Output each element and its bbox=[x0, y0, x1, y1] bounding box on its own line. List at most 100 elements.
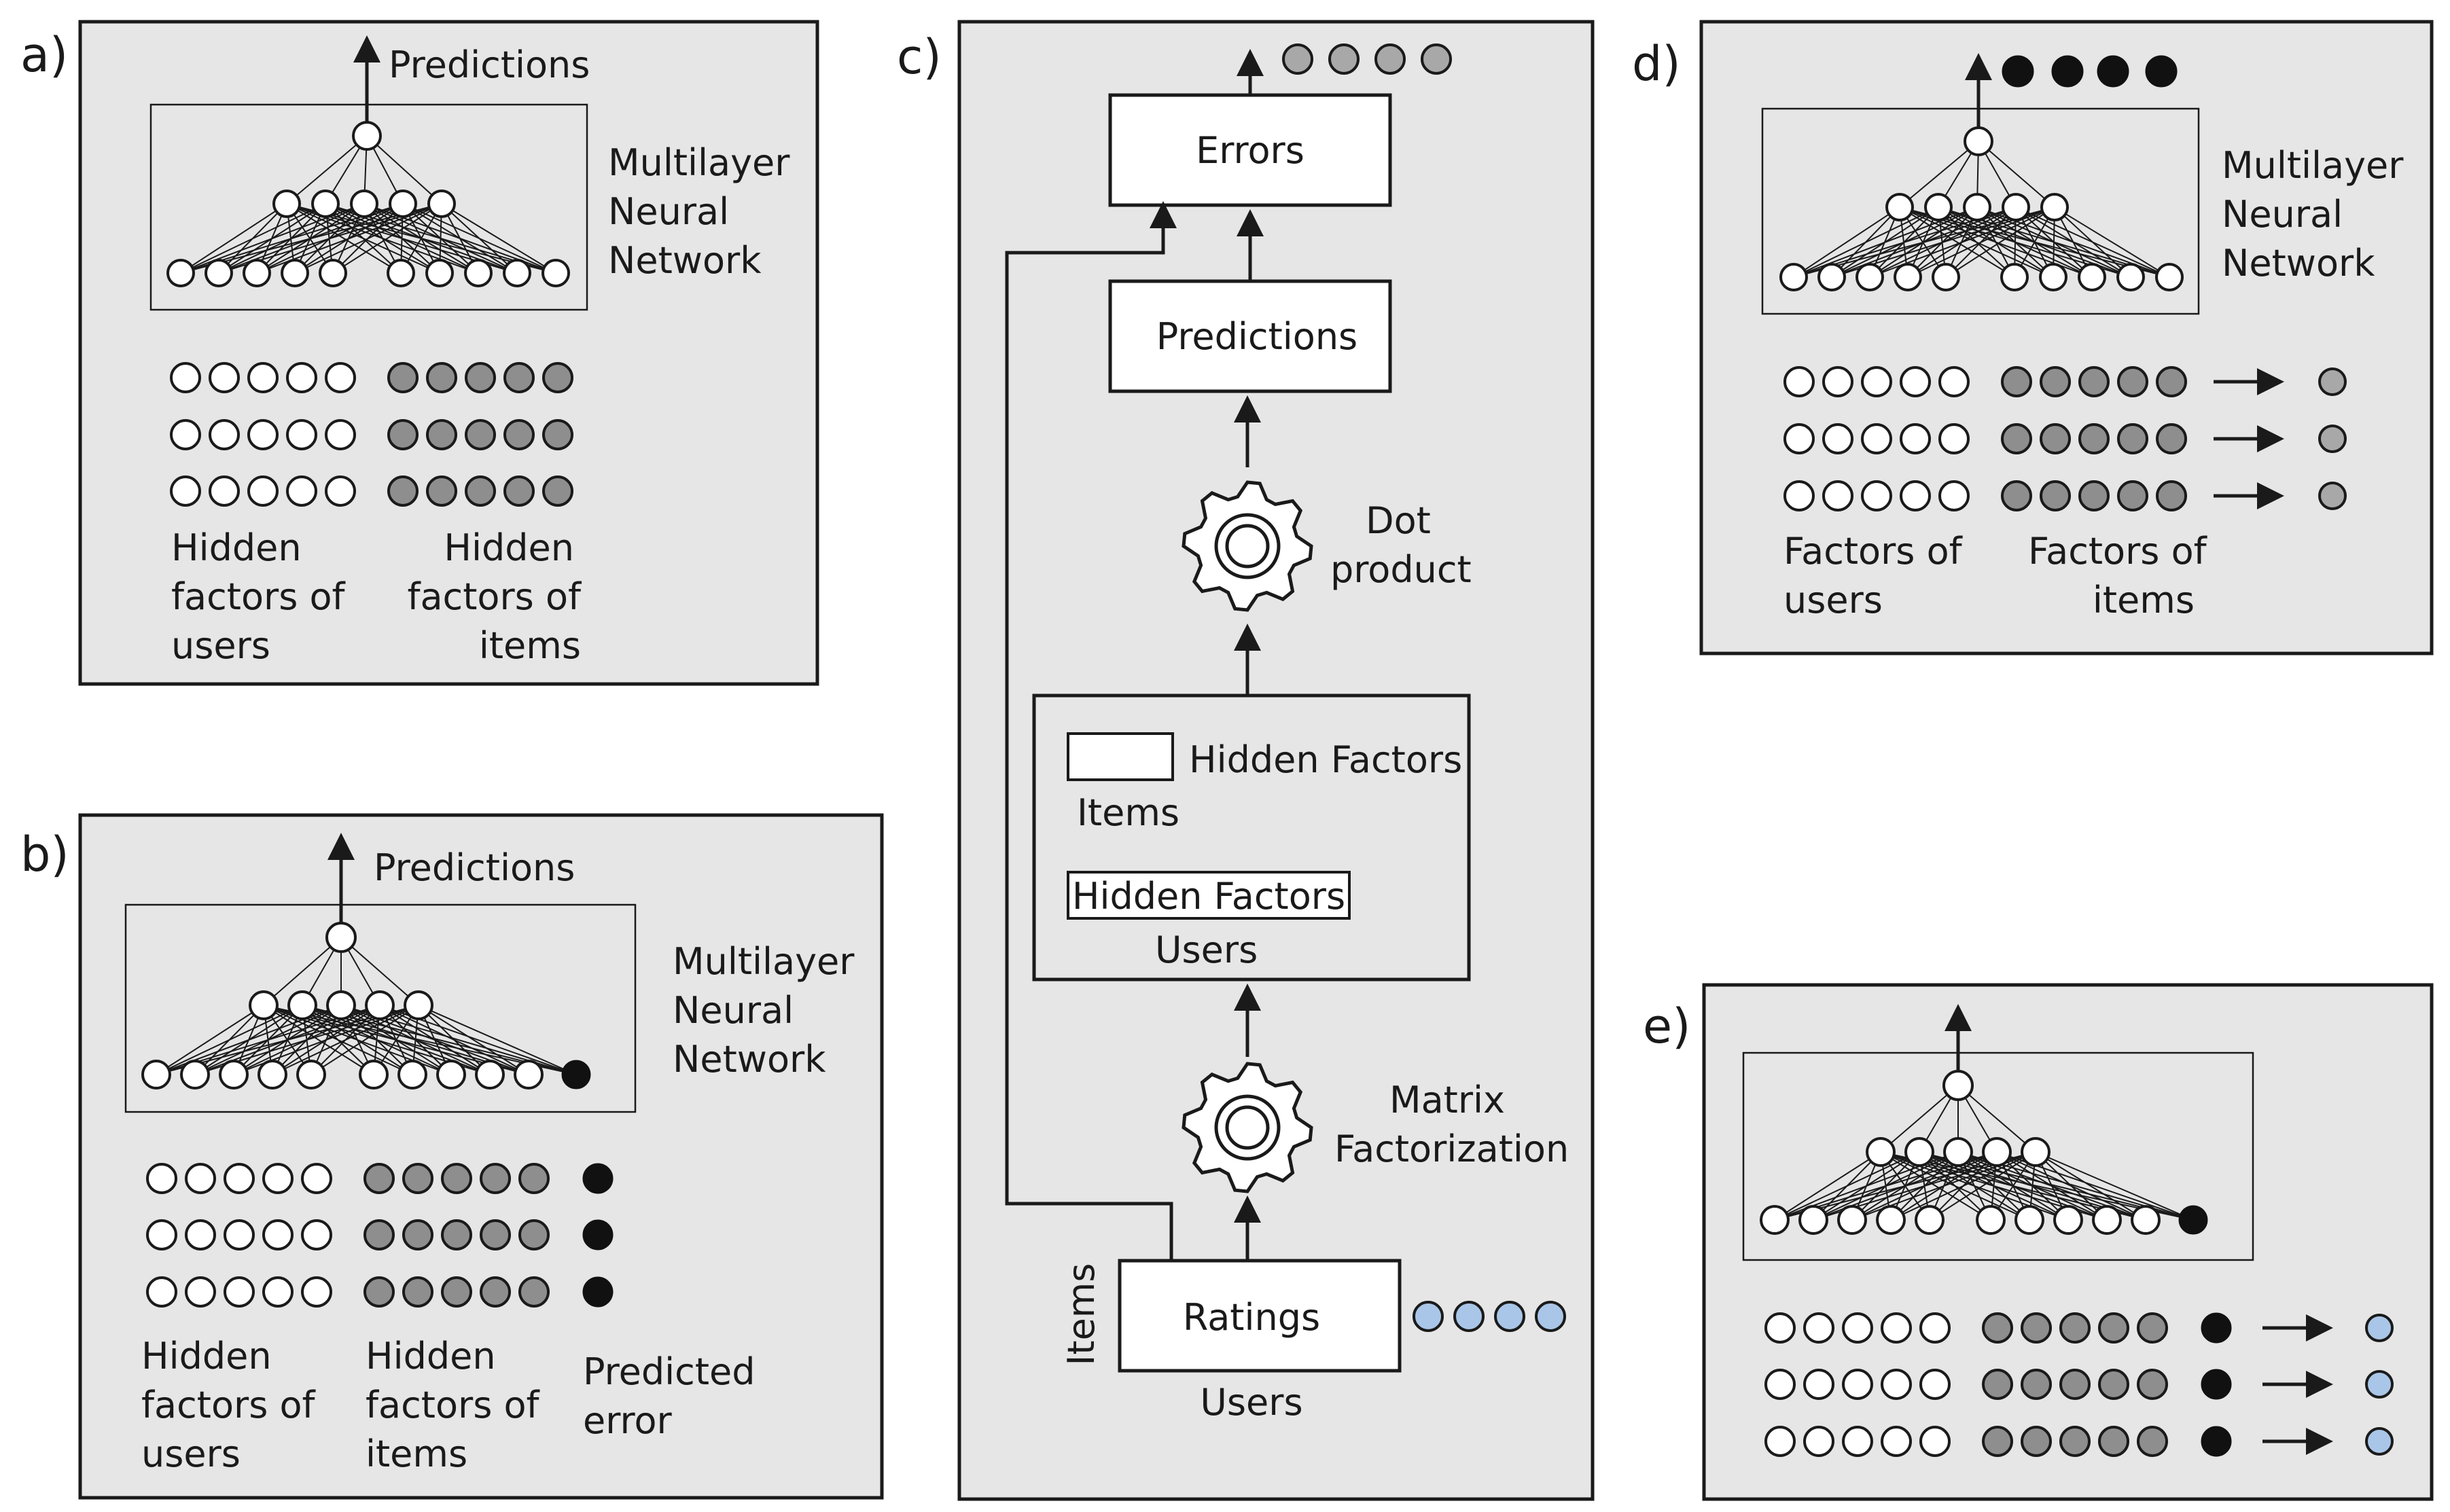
prediction-output-circle bbox=[2002, 55, 2034, 88]
item-factor-circle bbox=[2098, 1426, 2129, 1457]
user-factor-circle bbox=[1764, 1312, 1796, 1344]
input-node bbox=[319, 259, 347, 287]
network-edge bbox=[441, 203, 556, 274]
user-factor-circle bbox=[1783, 366, 1815, 397]
output-node bbox=[325, 922, 357, 953]
user-factor-circle bbox=[224, 1276, 255, 1308]
item-factor-circle bbox=[503, 419, 535, 450]
ratings-feedback-line bbox=[1005, 215, 1173, 1261]
network-edge bbox=[1793, 206, 1900, 278]
user-factor-circle bbox=[170, 475, 201, 507]
user-factor-circle bbox=[1938, 366, 1970, 397]
network-edge bbox=[1907, 206, 2055, 278]
network-edge bbox=[310, 1005, 419, 1075]
network-edge bbox=[2054, 206, 2170, 278]
panel-b-users-label-2: factors of bbox=[141, 1384, 317, 1426]
dot-product-label-2: product bbox=[1330, 548, 1472, 591]
network-edge bbox=[1880, 1151, 1991, 1221]
user-factor-circle bbox=[209, 475, 240, 507]
item-factor-circle bbox=[2078, 423, 2110, 454]
hidden-node bbox=[2002, 193, 2030, 221]
user-factor-circle bbox=[1822, 480, 1853, 511]
user-factor-circle bbox=[224, 1219, 255, 1250]
item-factor-circle bbox=[363, 1276, 395, 1308]
output-node bbox=[1942, 1070, 1974, 1101]
hidden-node bbox=[404, 990, 433, 1020]
item-factor-circle bbox=[2156, 480, 2187, 511]
row-result-circle bbox=[2365, 1427, 2394, 1456]
item-factor-circle bbox=[465, 475, 496, 507]
hidden-factors-items-label: Items bbox=[1077, 791, 1179, 834]
input-node bbox=[166, 259, 195, 287]
ratings-users-axis-label: Users bbox=[1200, 1381, 1302, 1424]
hidden-node bbox=[350, 190, 378, 218]
row-result-circle bbox=[2318, 367, 2347, 396]
network-edge bbox=[2035, 1151, 2194, 1221]
user-factor-circle bbox=[1803, 1312, 1834, 1344]
network-edge bbox=[263, 1005, 374, 1075]
user-factor-circle bbox=[1938, 480, 1970, 511]
panel-b-items-label-2: factors of bbox=[366, 1384, 541, 1426]
item-factor-circle bbox=[363, 1163, 395, 1194]
panel-d-users-label-1: Factors of bbox=[1783, 530, 1964, 573]
error-input-node bbox=[2178, 1205, 2208, 1235]
user-factor-circle bbox=[1842, 1426, 1873, 1457]
input-node bbox=[1817, 263, 1846, 291]
network-edge bbox=[272, 1005, 419, 1075]
network-frame bbox=[1761, 107, 2200, 315]
item-factor-circle bbox=[2001, 366, 2032, 397]
panel-b-error-label-2: error bbox=[583, 1399, 673, 1442]
item-factor-circle bbox=[441, 1163, 472, 1194]
panel-d: d) Multilayer Neural Network Factors of … bbox=[1632, 20, 2434, 655]
item-factor-circle bbox=[2078, 366, 2110, 397]
item-factor-circle bbox=[426, 475, 457, 507]
input-node bbox=[2014, 1205, 2044, 1235]
panel-c-letter: c) bbox=[897, 29, 942, 85]
panel-a-factor-rows bbox=[170, 362, 573, 507]
input-node bbox=[296, 1060, 326, 1090]
panel-d-items-label-1: Factors of bbox=[2028, 530, 2208, 573]
network-edge bbox=[294, 203, 442, 274]
item-factor-circle bbox=[2156, 366, 2187, 397]
matrix-factorization-gear-icon bbox=[1182, 1062, 1313, 1193]
panel-b: b) Predictions Multilayer Neural Network… bbox=[20, 813, 884, 1500]
network-edge bbox=[156, 1005, 264, 1075]
user-factor-circle bbox=[301, 1276, 332, 1308]
network-edge bbox=[156, 1005, 303, 1075]
hidden-node bbox=[311, 190, 340, 218]
input-node bbox=[464, 259, 493, 287]
user-factor-circle bbox=[301, 1219, 332, 1250]
network-edge bbox=[418, 1005, 577, 1075]
item-factor-circle bbox=[2040, 366, 2071, 397]
network-edge bbox=[340, 937, 419, 1006]
ratings-box bbox=[1118, 1259, 1402, 1373]
item-factor-circle bbox=[426, 362, 457, 393]
predicted-error-circle bbox=[582, 1276, 614, 1308]
input-node bbox=[1894, 263, 1922, 291]
input-node bbox=[1976, 1205, 2006, 1235]
item-factor-circle bbox=[542, 475, 573, 507]
item-factor-circle bbox=[402, 1219, 433, 1250]
hidden-node bbox=[272, 190, 301, 218]
panel-a-output-label: Predictions bbox=[389, 43, 590, 86]
user-factor-circle bbox=[262, 1163, 294, 1194]
panel-a-network-label-2: Neural bbox=[608, 190, 729, 233]
input-node bbox=[1779, 263, 1808, 291]
user-factor-circle bbox=[1938, 423, 1970, 454]
network-edge bbox=[1793, 206, 1939, 278]
predictions-box-label: Predictions bbox=[1156, 315, 1357, 358]
item-factor-circle bbox=[2137, 1426, 2168, 1457]
user-factor-circle bbox=[185, 1276, 216, 1308]
input-node bbox=[542, 259, 570, 287]
network-edge bbox=[332, 203, 442, 274]
prediction-output-circle bbox=[2145, 55, 2178, 88]
panel-d-frame bbox=[1699, 20, 2434, 655]
panel-b-output-label: Predictions bbox=[374, 846, 575, 889]
user-factor-circle bbox=[325, 475, 356, 507]
network-edge bbox=[2035, 1151, 2108, 1221]
row-result-circle bbox=[2318, 482, 2347, 510]
input-node bbox=[1876, 1205, 1906, 1235]
panel-b-network-label-2: Neural bbox=[673, 989, 794, 1032]
item-factor-circle bbox=[503, 475, 535, 507]
item-factor-circle bbox=[402, 1276, 433, 1308]
